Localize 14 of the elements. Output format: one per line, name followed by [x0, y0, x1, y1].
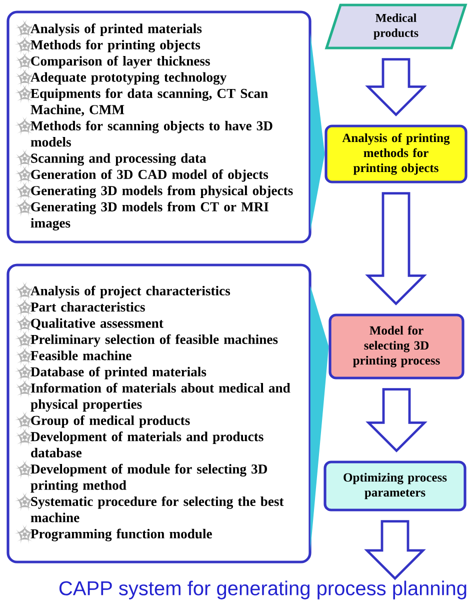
block-arrow	[365, 58, 427, 116]
process-box: Analysis of printing methods for printing objects	[324, 124, 468, 184]
block-arrow	[364, 520, 426, 580]
process-box: Optimizing process parameters	[324, 460, 466, 512]
block-arrow	[366, 388, 428, 452]
process-box: Model for selecting 3D printing process	[328, 314, 464, 380]
bullet-list-box	[6, 10, 312, 244]
bullet-list-box	[6, 264, 312, 564]
output-label: CAPP system for generating process planning	[59, 580, 466, 600]
list-item: Methods for scanning objects to have 3D models	[14, 116, 272, 147]
list-item: Development of module for selecting 3D printing method	[14, 460, 267, 493]
list-item: Programming function module	[14, 524, 212, 544]
list-item: Systematic procedure for selecting the best machine	[14, 492, 284, 522]
block-arrow	[365, 192, 427, 306]
